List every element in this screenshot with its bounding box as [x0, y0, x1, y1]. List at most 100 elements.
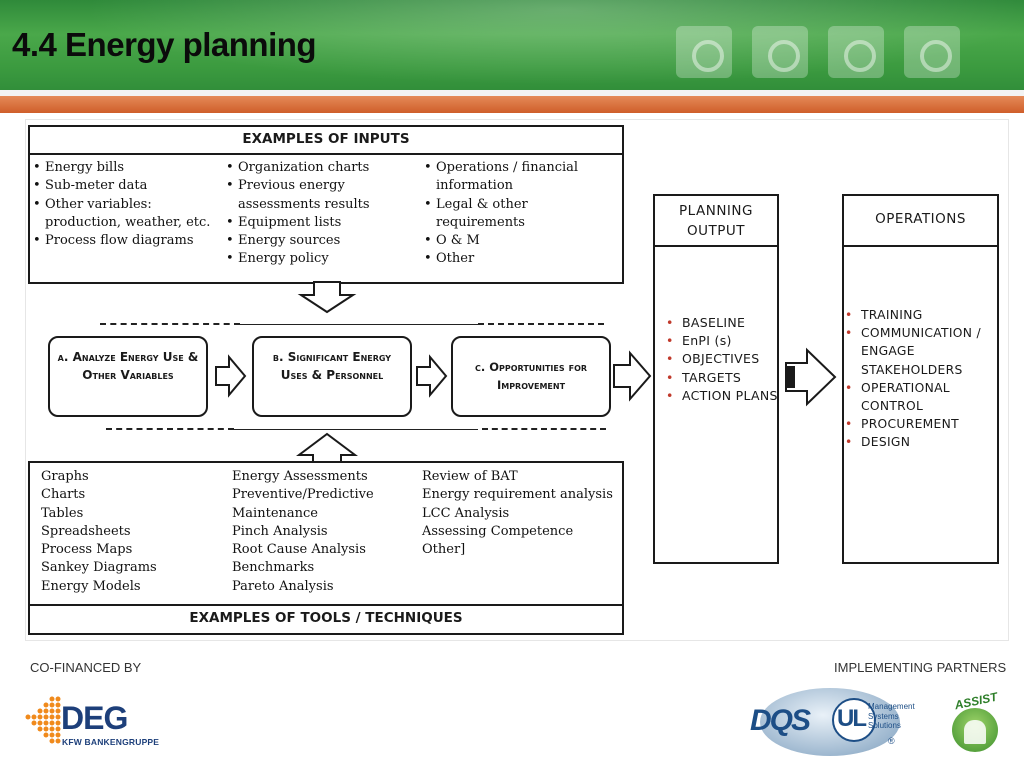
arrow-tail-mark [786, 366, 795, 388]
list-item: Sankey Diagrams [41, 560, 157, 576]
list-item: Spreadsheets [41, 523, 131, 539]
list-item: Root Cause Analysis [232, 542, 366, 558]
operations-header-divider [842, 245, 999, 247]
planning-header-divider [653, 245, 779, 247]
list-item: Tables [41, 505, 84, 521]
operations-heading: OPERATIONS [875, 211, 966, 227]
list-item: Process Maps [41, 542, 133, 558]
ul-tagline: Management Systems Solutions [868, 702, 915, 731]
tools-footer-divider [28, 604, 624, 606]
step-c-label: c. Opportunities for Improvement [474, 360, 588, 392]
decorative-tile-icon [676, 26, 732, 78]
deg-wordmark: DEG [61, 700, 128, 736]
list-item: TRAINING [845, 306, 999, 324]
ul-tagline-line-2: Systems [868, 711, 899, 721]
header-divider [0, 90, 1024, 96]
dashed-separator [100, 323, 240, 325]
list-item: DESIGN [845, 433, 999, 451]
tools-column-3: Review of BAT Energy requirement analysi… [422, 468, 617, 559]
right-arrow-icon [785, 347, 837, 407]
inputs-column-2: Organization charts Previous energy asse… [226, 159, 411, 269]
co-financed-label: CO-FINANCED BY [30, 660, 142, 675]
list-item: Pareto Analysis [232, 578, 334, 594]
list-item: Process flow diagrams [33, 232, 213, 251]
planning-heading-line-1: PLANNING [679, 203, 753, 219]
list-item: Graphs [41, 469, 89, 484]
list-item: Organization charts [226, 159, 411, 178]
list-item: Review of BAT [422, 469, 518, 484]
list-item: COMMUNICATION / ENGAGE STAKEHOLDERS [845, 324, 999, 379]
decorative-tile-icon [828, 26, 884, 78]
list-item: Pinch Analysis [232, 523, 328, 539]
registered-mark: ® [888, 736, 895, 746]
separator-line [234, 429, 478, 430]
list-item: PROCUREMENT [845, 415, 999, 433]
list-item: BASELINE [666, 314, 778, 332]
list-item: Energy sources [226, 232, 411, 251]
list-item: Energy Models [41, 578, 141, 594]
list-item: Legal & other requirements [424, 196, 614, 233]
decorative-tile-icon [904, 26, 960, 78]
list-item: Sub-meter data [33, 177, 213, 196]
step-b-box: b. Significant Energy Uses & Personnel [252, 336, 412, 417]
deg-dots-icon [25, 696, 61, 744]
right-arrow-icon [613, 350, 652, 402]
ul-tagline-line-3: Solutions [868, 721, 901, 730]
ul-tagline-line-1: Management [868, 702, 915, 711]
list-item: Energy requirement analysis [422, 487, 613, 503]
operations-list: TRAINING COMMUNICATION / ENGAGE STAKEHOL… [845, 306, 999, 452]
slide-title: 4.4 Energy planning [12, 26, 317, 63]
tools-box [28, 461, 624, 635]
deg-subtitle: KFW BANKENGRUPPE [62, 737, 160, 747]
step-c-box: c. Opportunities for Improvement [451, 336, 611, 417]
list-item: Preventive/Predictive Maintenance [232, 487, 374, 521]
deg-logo: DEG KFW BANKENGRUPPE [24, 693, 164, 753]
list-item: OPERATIONAL CONTROL [845, 379, 999, 415]
planning-heading-line-2: OUTPUT [686, 223, 746, 239]
dqs-ul-logo: DQS UL Management Systems Solutions ® [750, 686, 915, 758]
list-item: Assessing Competence [422, 523, 574, 539]
tools-heading: EXAMPLES OF TOOLS / TECHNIQUES [189, 610, 463, 626]
inputs-column-1: Energy bills Sub-meter data Other variab… [33, 159, 213, 251]
list-item: Benchmarks [232, 560, 315, 576]
list-item: Operations / financial information [424, 159, 614, 196]
implementing-partners-label: IMPLEMENTING PARTNERS [834, 660, 1007, 675]
dqs-wordmark: DQS [750, 704, 811, 737]
decorative-tile-icon [752, 26, 808, 78]
list-item: Energy Assessments [232, 469, 368, 484]
step-b-label: b. Significant Energy Uses & Personnel [272, 350, 392, 382]
assist-logo: ASSIST [944, 690, 1006, 756]
list-item: OBJECTIVES [666, 350, 778, 368]
right-arrow-icon [416, 354, 448, 398]
planning-output-heading: PLANNING OUTPUT [653, 201, 779, 241]
list-item: EnPI (s) [666, 332, 778, 350]
list-item: Energy bills [33, 159, 213, 178]
inputs-heading: EXAMPLES OF INPUTS [242, 131, 410, 147]
list-item: O & M [424, 232, 614, 251]
list-item: TARGETS [666, 369, 778, 387]
dashed-separator [482, 428, 606, 430]
ul-wordmark: UL [837, 705, 867, 732]
down-arrow-icon [297, 281, 357, 314]
list-item: Other [424, 250, 614, 269]
step-a-box: a. Analyze Energy Use & Other Variables [48, 336, 208, 417]
list-item: Equipment lists [226, 214, 411, 233]
dashed-separator [106, 428, 234, 430]
list-item: Charts [41, 487, 86, 503]
people-icon [964, 720, 986, 744]
planning-output-list: BASELINE EnPI (s) OBJECTIVES TARGETS ACT… [666, 314, 778, 405]
list-item: LCC Analysis [422, 505, 510, 521]
inputs-header-divider [28, 153, 624, 155]
list-item: Energy policy [226, 250, 411, 269]
list-item: Other variables: production, weather, et… [33, 196, 213, 233]
globe-icon [760, 688, 900, 756]
separator-line [240, 324, 478, 325]
list-item: Other] [422, 542, 466, 558]
tools-column-2: Energy Assessments Preventive/Predictive… [232, 468, 412, 596]
ul-circle-icon [832, 698, 876, 742]
right-arrow-icon [215, 354, 247, 398]
header-orange-stripe [0, 96, 1024, 113]
tools-column-1: Graphs Charts Tables Spreadsheets Proces… [41, 468, 221, 596]
inputs-column-3: Operations / financial information Legal… [424, 159, 614, 269]
